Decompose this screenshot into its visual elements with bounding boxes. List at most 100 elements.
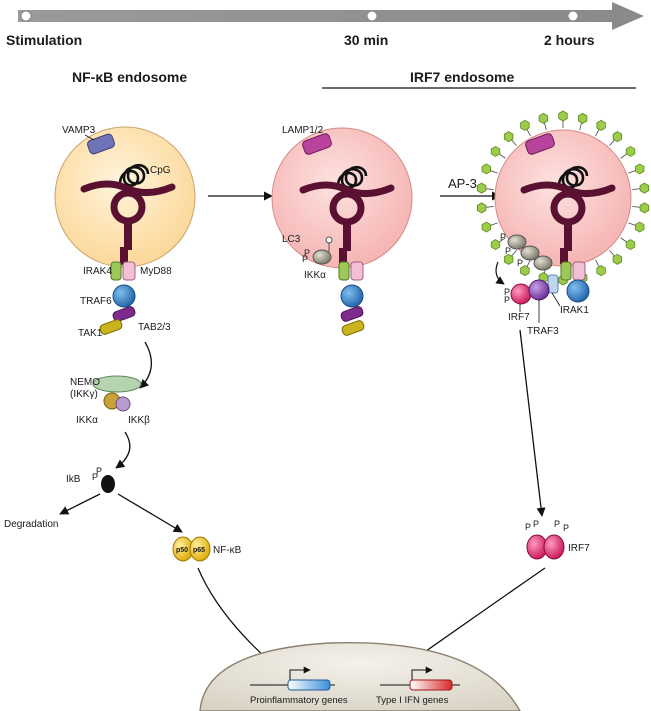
label-cpg: CpG	[150, 165, 171, 176]
arrow-ikb-to-nfkb	[117, 493, 183, 533]
irf7-dimer: P P P P IRF7	[525, 519, 590, 560]
label-p65: p65	[193, 547, 205, 554]
hexagon-stalk	[609, 139, 616, 146]
label-ikka-middle: IKKα	[304, 270, 326, 281]
timeline-label-2hours: 2 hours	[544, 32, 595, 48]
label-traf6: TRAF6	[80, 296, 112, 307]
ikka-phospho-2: P	[302, 254, 308, 264]
arrow-tak1-to-nemo	[139, 341, 152, 389]
hexagon-stalk	[526, 128, 531, 137]
hexagon-stalk	[498, 237, 506, 243]
green-hexagon-icon	[577, 112, 588, 124]
hexagon-stalk	[489, 222, 498, 227]
hexagon-stalk	[498, 153, 506, 159]
hexagon-stalk	[595, 259, 600, 268]
traf6-protein-right	[566, 279, 590, 303]
nucleus-membrane	[199, 641, 521, 711]
irf7-dimer-phospho-2: P	[533, 519, 539, 529]
hexagon-stalk	[526, 259, 531, 268]
ifn-gene-box	[409, 679, 453, 691]
green-hexagon-icon	[612, 253, 623, 265]
cluster-phospho-3: P	[517, 258, 523, 268]
label-nfkb: NF-κB	[213, 545, 242, 556]
green-hexagon-icon	[503, 131, 514, 143]
green-hexagon-icon	[481, 221, 492, 233]
hexagon-stalk	[620, 153, 628, 159]
hexagon-stalk	[620, 237, 628, 243]
arrow-ikb-to-degradation	[59, 493, 101, 515]
label-vamp3: VAMP3	[62, 125, 96, 136]
irf7-phospho-2: P	[504, 295, 510, 305]
nemo-protein	[92, 375, 142, 393]
green-hexagon-icon	[639, 182, 650, 194]
green-hexagon-icon	[634, 221, 645, 233]
ikka-cluster-3	[533, 255, 553, 271]
timeline-dot-stimulation	[20, 10, 32, 22]
hexagon-stalk	[628, 222, 637, 227]
irf7-phospho-1: P	[504, 287, 510, 297]
hexagon-stalk	[632, 206, 641, 208]
irak1-protein	[547, 274, 559, 294]
tab23-protein-middle	[340, 306, 364, 322]
irf7-dimer-phospho-1: P	[525, 522, 531, 532]
arrow-irf7-translocation	[519, 329, 546, 517]
proinflammatory-gene-box	[287, 679, 331, 691]
label-irf7-complex: IRF7	[508, 312, 530, 323]
hexagon-stalk	[543, 122, 547, 131]
hexagon-stalk	[609, 250, 616, 257]
label-nemo: NEMO	[70, 377, 100, 388]
myd88-protein-middle	[350, 261, 364, 281]
label-myd88: MyD88	[140, 266, 172, 277]
ikka-cluster-1	[507, 234, 527, 250]
irf7-dimer-phospho-4: P	[563, 523, 569, 533]
irak4-protein-right	[560, 261, 572, 281]
ikb-phospho-2: P	[92, 472, 98, 482]
lamp-protein-middle	[302, 133, 332, 155]
ikkb-protein	[115, 396, 131, 412]
cluster-phospho-2: P	[505, 246, 511, 256]
ikb-protein-group: P P IkB	[66, 466, 115, 493]
tak1-protein-middle	[341, 320, 365, 336]
ikka-cluster-2	[520, 245, 540, 261]
p65-subunit	[189, 536, 211, 562]
green-hexagon-icon	[558, 110, 568, 122]
timeline-arrowhead	[612, 2, 644, 30]
traf6-protein	[112, 284, 136, 308]
label-type1-ifn-genes: Type I IFN genes	[376, 695, 449, 706]
label-tak1: TAK1	[78, 328, 103, 339]
timeline-dot-30min	[366, 10, 378, 22]
header-irf7-endosome: IRF7 endosome	[410, 69, 514, 85]
green-hexagon-icon	[490, 239, 501, 250]
ikk-complex: NEMO (IKKγ) IKKα IKKβ	[70, 375, 150, 426]
nfkb-endosome: VAMP3 CpG IRAK4 MyD88 TRAF6 TAB2/3 TAK1	[54, 125, 196, 339]
timeline-bar	[18, 10, 618, 22]
irak4-protein-middle	[338, 261, 350, 281]
nucleus: Proinflammatory genes Type I IFN genes	[199, 641, 521, 711]
timeline-label-30min: 30 min	[344, 32, 388, 48]
timeline-label-stimulation: Stimulation	[6, 32, 82, 48]
green-hexagon-icon	[596, 265, 606, 277]
nfkb-dimer: p50 p65 NF-κB	[172, 536, 242, 562]
lamp-endosome: LAMP1/2 LC3 P P IKKα	[271, 125, 413, 336]
irf7-protein-complex	[510, 283, 532, 305]
traf6-protein-middle	[340, 284, 364, 308]
lamp-protein-right	[525, 133, 555, 155]
arrow-phosphorylation	[495, 261, 505, 285]
arrow-ikk-to-ikb	[115, 431, 131, 469]
hexagon-stalk	[489, 169, 498, 174]
label-ikkb: IKKβ	[128, 415, 150, 426]
label-lc3: LC3	[282, 234, 301, 245]
label-traf3: TRAF3	[527, 326, 559, 337]
hexagon-stalk	[628, 169, 637, 174]
hexagon-stalk	[595, 128, 600, 137]
green-hexagon-icon	[639, 202, 650, 214]
hexagon-stalk	[510, 250, 517, 257]
lc3-anchor	[325, 236, 333, 252]
irf7-dimer-phospho-3: P	[554, 519, 560, 529]
green-hexagon-icon	[625, 239, 636, 250]
ikka-phospho-1: P	[304, 248, 310, 258]
tab23-protein	[112, 306, 136, 322]
green-hexagon-icon	[634, 163, 645, 175]
label-tab23: TAB2/3	[138, 322, 171, 333]
